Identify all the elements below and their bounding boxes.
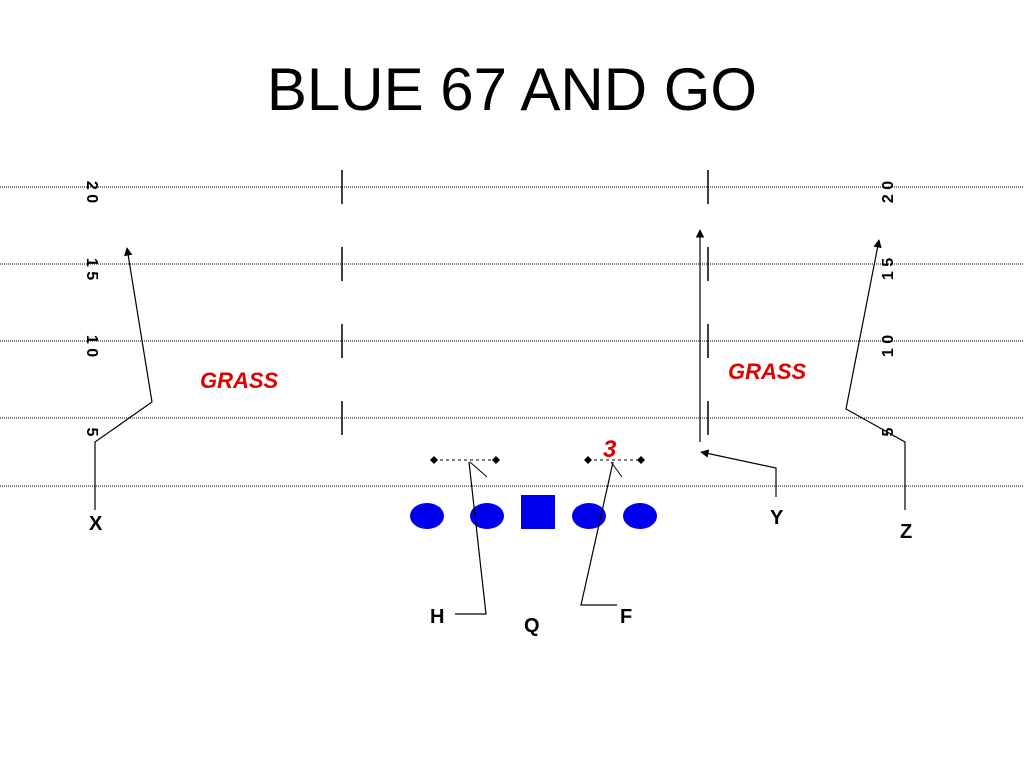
hash-marks	[341, 170, 709, 435]
yard-number-right-20: 2 0	[880, 181, 897, 203]
page-title: BLUE 67 AND GO	[266, 56, 758, 123]
defender-alignment-right	[584, 456, 645, 478]
yard-number-right-5: 5	[880, 427, 897, 436]
center	[521, 495, 555, 529]
player-f: F	[620, 606, 632, 628]
yard-number-right-10: 1 0	[880, 335, 897, 357]
diamond-marker	[637, 456, 645, 464]
route-y-release	[700, 449, 777, 497]
yard-number-left-5: 5	[83, 428, 100, 437]
grass-label-left: GRASS	[200, 368, 279, 393]
yard-lines	[0, 186, 1024, 487]
yard-number-left-10: 1 0	[83, 335, 100, 357]
technique-number: 3	[603, 436, 617, 463]
route-z	[845, 239, 906, 510]
diamond-marker	[492, 456, 500, 464]
left-guard	[470, 503, 504, 529]
yard-number-left-15: 1 5	[83, 258, 100, 280]
route-x	[94, 247, 153, 510]
left-tackle	[410, 503, 444, 529]
right-guard	[572, 503, 606, 529]
player-x: X	[89, 513, 103, 535]
route-h	[455, 461, 487, 615]
defender-alignment-left	[430, 456, 500, 478]
player-y: Y	[770, 507, 784, 529]
player-q: Q	[524, 615, 540, 637]
diamond-marker	[584, 456, 592, 464]
grass-label-right: GRASS	[728, 359, 807, 384]
yard-number-left-20: 2 0	[83, 181, 100, 203]
route-f	[580, 461, 617, 606]
yard-number-right-15: 1 5	[880, 258, 897, 280]
diamond-marker	[430, 456, 438, 464]
routes	[94, 229, 906, 615]
right-tackle	[623, 503, 657, 529]
player-z: Z	[900, 521, 912, 543]
offensive-line	[410, 495, 657, 529]
player-h: H	[430, 606, 444, 628]
